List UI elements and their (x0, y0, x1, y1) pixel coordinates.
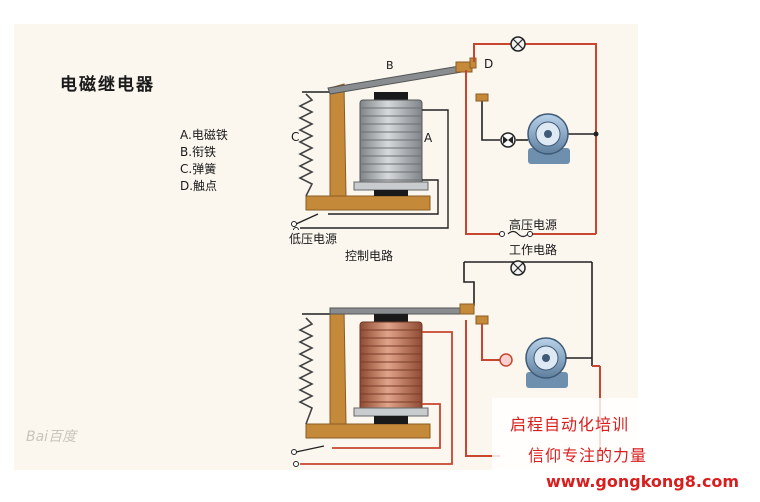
moving-contact (459, 303, 475, 315)
control-wire-red (300, 331, 453, 465)
core-bottom (374, 190, 408, 196)
label-d: D (484, 57, 494, 71)
baidu-watermark: Bai百度 (26, 429, 77, 445)
armature (329, 307, 471, 315)
motor-icon (527, 113, 570, 164)
promo-overlay (492, 398, 750, 494)
fixed-contact-bottom (475, 93, 489, 102)
low-voltage-switch (295, 213, 319, 225)
spring (298, 93, 314, 197)
promo-line-2: 信仰专注的力量 (528, 446, 648, 465)
electromagnet-coil (359, 321, 423, 413)
core-top (374, 92, 408, 100)
label-a: A (424, 131, 433, 145)
pivot-post (329, 307, 347, 425)
coil-windings (360, 329, 422, 403)
bell-icon (499, 353, 513, 367)
closed-switch (295, 445, 325, 453)
spring (298, 317, 314, 425)
legend-item-b: B.衔铁 (180, 145, 217, 159)
coil-bottom-plate (353, 181, 429, 191)
label-low-voltage: 低压电源 (289, 230, 338, 247)
label-control-circuit: 控制电路 (345, 249, 394, 263)
pivot-post (329, 83, 347, 197)
relay-base (305, 423, 431, 439)
label-c: C (291, 130, 300, 144)
work-wire-red-2 (465, 70, 500, 235)
control-wire-2 (328, 179, 439, 215)
core-top (374, 314, 408, 322)
work-wire-dark (481, 100, 500, 141)
control-wire (300, 109, 449, 229)
fixed-contact (475, 315, 489, 325)
label-high-voltage: 高压电源 (509, 218, 558, 232)
legend-item-c: C.弹簧 (180, 162, 217, 176)
diagram-panel (14, 24, 638, 470)
work-wire-red (481, 324, 500, 361)
electromagnet-coil (359, 99, 423, 191)
diagram-title: 电磁继电器 (60, 75, 155, 95)
site-link[interactable]: www.gongkong8.com (546, 472, 740, 491)
relay-base (305, 195, 431, 211)
legend-item-d: D.触点 (180, 179, 218, 193)
work-wire-red (473, 43, 597, 234)
promo-line-1: 启程自动化培训 (510, 415, 630, 434)
top-relay (291, 36, 599, 238)
terminal (291, 221, 297, 227)
label-b: B (386, 59, 394, 72)
motor-icon (525, 337, 568, 388)
label-work-circuit: 工作电路 (509, 243, 558, 257)
legend-item-a: A.电磁铁 (180, 128, 228, 142)
coil-windings (360, 107, 422, 181)
